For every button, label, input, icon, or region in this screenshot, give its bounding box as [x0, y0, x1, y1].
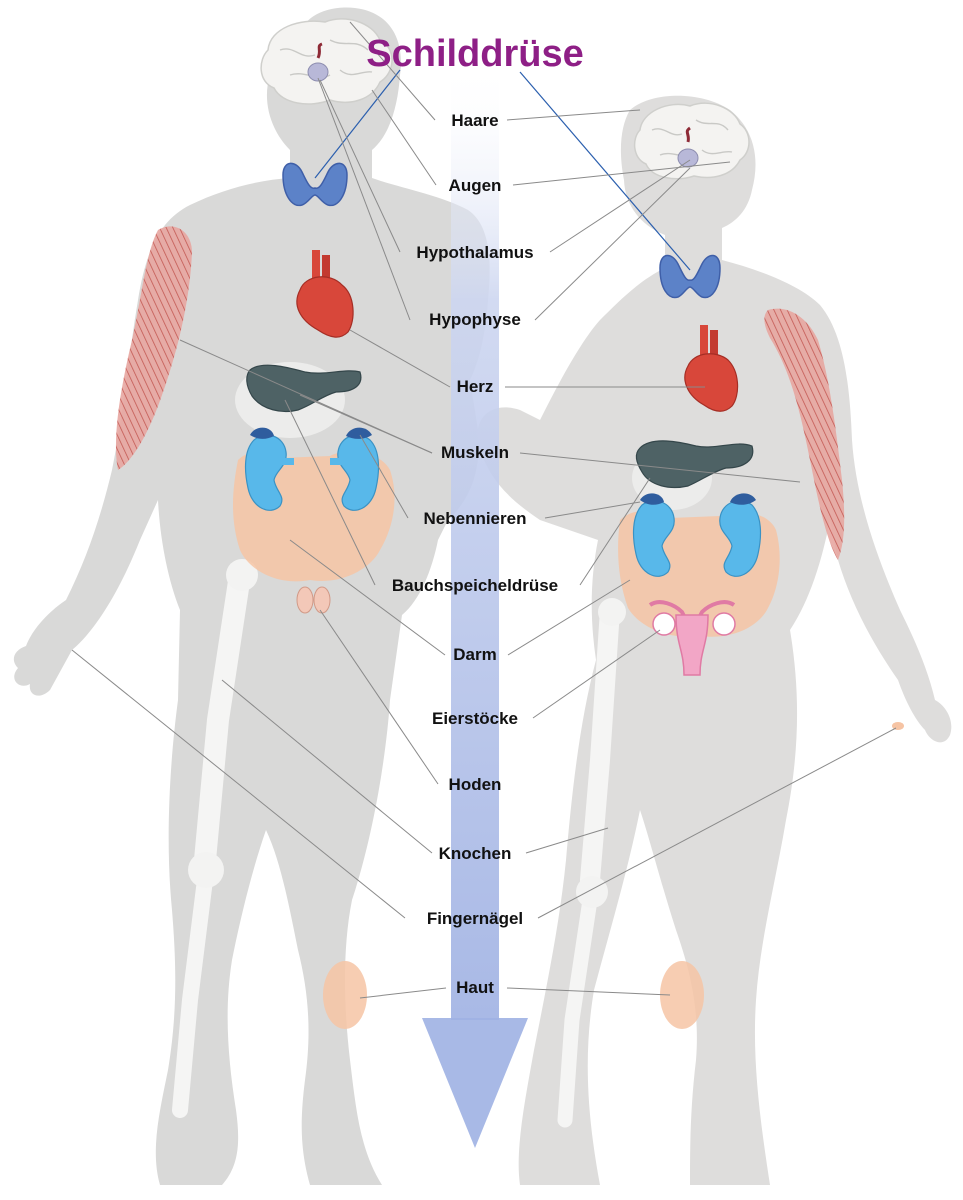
label-hypophyse: Hypophyse: [429, 310, 521, 329]
label-herz: Herz: [457, 377, 494, 396]
label-hoden: Hoden: [449, 775, 502, 794]
label-eierstoecke: Eierstöcke: [432, 709, 518, 728]
label-augen: Augen: [449, 176, 502, 195]
diagram-title: Schilddrüse: [366, 33, 584, 75]
label-muskeln: Muskeln: [441, 443, 509, 462]
male-figure: [14, 7, 490, 1185]
female-figure: [477, 96, 951, 1185]
ovary-right-icon: [713, 613, 735, 635]
label-bauchspeicheldruese: Bauchspeicheldrüse: [392, 576, 558, 595]
label-hypothalamus: Hypothalamus: [416, 243, 533, 262]
label-nebennieren: Nebennieren: [424, 509, 527, 528]
label-haare: Haare: [451, 111, 498, 130]
label-darm: Darm: [453, 645, 496, 664]
female-brain-icon: [635, 103, 749, 179]
label-fingernaegel: Fingernägel: [427, 909, 523, 928]
label-knochen: Knochen: [439, 844, 512, 863]
label-haut: Haut: [456, 978, 494, 997]
ovary-left-icon: [653, 613, 675, 635]
